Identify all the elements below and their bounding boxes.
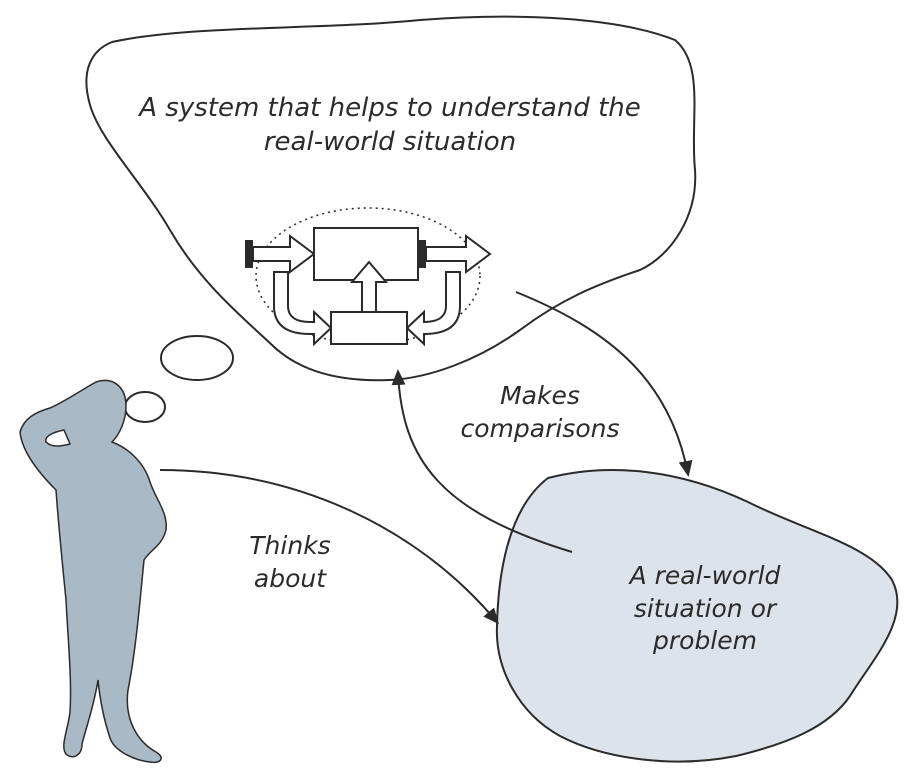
thinks-about-arrow xyxy=(159,469,499,625)
thinks-line2: about xyxy=(253,563,327,593)
situation-to-cloud-arrow xyxy=(391,369,573,553)
thought-bubble-large xyxy=(160,335,234,381)
situation-blob xyxy=(495,469,899,763)
situation-label: A real-world situation or problem xyxy=(590,560,820,658)
comparison-line2: comparisons xyxy=(460,413,620,443)
comparison-line1: Makes xyxy=(500,381,580,410)
thought-cloud-line2: real-world situation xyxy=(263,126,517,157)
comparison-label: Makes comparisons xyxy=(440,380,640,445)
person-silhouette-icon xyxy=(19,379,167,764)
thought-bubble-small xyxy=(124,391,166,423)
situation-line3: problem xyxy=(653,626,757,655)
thought-cloud xyxy=(85,15,697,382)
system-diagram-icon xyxy=(245,207,492,347)
situation-line1: A real-world xyxy=(629,561,781,590)
cloud-to-situation-arrow xyxy=(515,291,693,477)
thought-cloud-label: A system that helps to understand the re… xyxy=(110,92,670,160)
thinks-about-label: Thinks about xyxy=(220,530,360,595)
situation-line2: situation or xyxy=(633,593,777,623)
thinks-line1: Thinks xyxy=(249,531,331,560)
thought-cloud-line1: A system that helps to understand the xyxy=(139,93,641,123)
